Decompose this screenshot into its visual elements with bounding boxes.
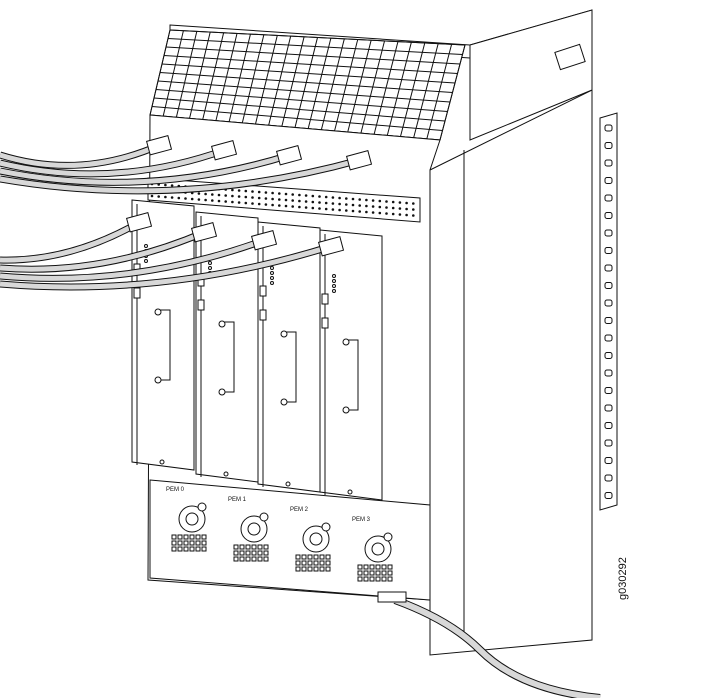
chassis-side-panel — [429, 89, 593, 656]
pem-handle[interactable] — [222, 321, 235, 393]
lower-connector-0[interactable] — [125, 212, 153, 233]
pem-handle[interactable] — [284, 331, 297, 403]
status-led — [332, 279, 336, 283]
fan-grill-1 — [233, 544, 269, 562]
status-led — [208, 266, 212, 270]
status-led — [332, 274, 336, 278]
lower-connector-1[interactable] — [190, 222, 218, 243]
status-led — [332, 289, 336, 293]
status-led — [270, 271, 274, 275]
pem-label-1: PEM 1 — [228, 497, 247, 503]
fan-grill-0 — [171, 534, 207, 552]
circuit-breaker-0[interactable] — [178, 502, 207, 533]
fan-grill-2 — [295, 554, 331, 572]
status-led — [332, 284, 336, 288]
lower-power-cable-0 — [0, 218, 142, 264]
status-led — [270, 276, 274, 280]
pem-handle[interactable] — [346, 339, 359, 411]
lower-connector-2[interactable] — [250, 230, 278, 251]
pem-module-2[interactable] — [257, 221, 321, 493]
power-cables — [0, 135, 373, 291]
rack-rail — [599, 112, 618, 511]
status-led — [208, 261, 212, 265]
upper-connector-1[interactable] — [210, 140, 238, 161]
status-led — [270, 266, 274, 270]
fan-grill-3 — [357, 564, 393, 582]
pem-label-3: PEM 3 — [352, 517, 371, 523]
pem-handle[interactable] — [158, 309, 171, 381]
lower-tray: PEM 0 PEM 1 PEM 2 PEM 3 — [149, 479, 431, 601]
handle-cutout — [554, 43, 586, 71]
circuit-breaker-1[interactable] — [240, 512, 269, 543]
circuit-breaker-2[interactable] — [302, 522, 331, 553]
upper-connector-3[interactable] — [345, 150, 373, 171]
status-led — [144, 244, 148, 248]
pem-label-0: PEM 0 — [166, 487, 185, 493]
upper-connector-2[interactable] — [275, 145, 303, 166]
pem-module-3[interactable] — [319, 229, 383, 501]
status-led — [144, 259, 148, 263]
pem-label-2: PEM 2 — [290, 507, 309, 513]
circuit-breaker-3[interactable] — [364, 532, 393, 563]
ground-lug — [377, 591, 407, 603]
lower-connector-3[interactable] — [317, 236, 345, 257]
figure-id-label: g030292 — [617, 557, 629, 600]
ground-cable — [377, 591, 601, 698]
status-led — [270, 281, 274, 285]
upper-connector-0[interactable] — [145, 135, 173, 156]
